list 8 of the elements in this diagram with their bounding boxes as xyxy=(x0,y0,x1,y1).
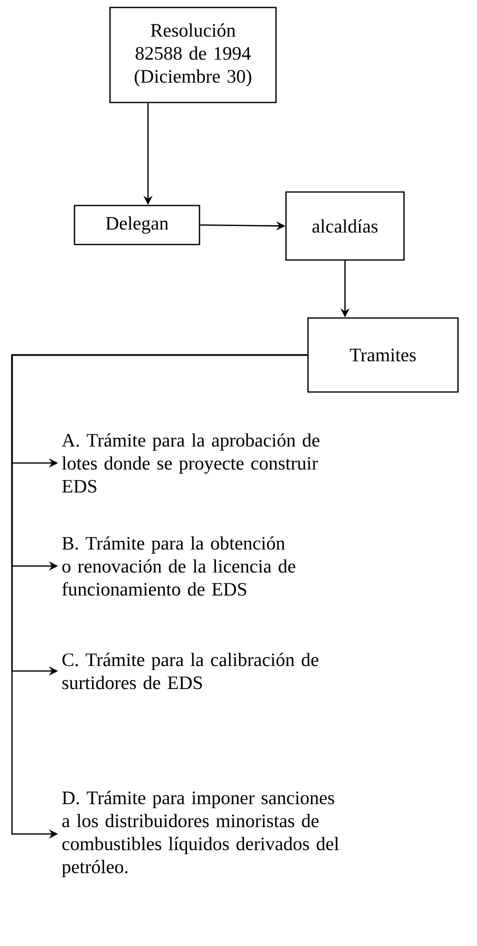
item-text: C. Trámite para la calibración de surtidores de EDS xyxy=(62,652,318,690)
item-text: A. Trámite para la aprobación de lotes donde se proyecte construir EDS xyxy=(62,433,320,493)
item-text: B. Trámite para la obtención o renovación de la licencia de funcionamiento de EDS xyxy=(62,536,296,596)
process-box: alcaldías xyxy=(285,191,405,261)
item-text: D. Trámite para imponer sanciones a los distribuidores minoristas de combustibles líquidos derivados del petróleo. xyxy=(62,790,339,878)
process-box: Delegan xyxy=(74,204,200,246)
process-box: Resolución 82588 de 1994 (Diciembre 30) xyxy=(109,6,277,104)
process-box: Tramites xyxy=(307,317,459,393)
